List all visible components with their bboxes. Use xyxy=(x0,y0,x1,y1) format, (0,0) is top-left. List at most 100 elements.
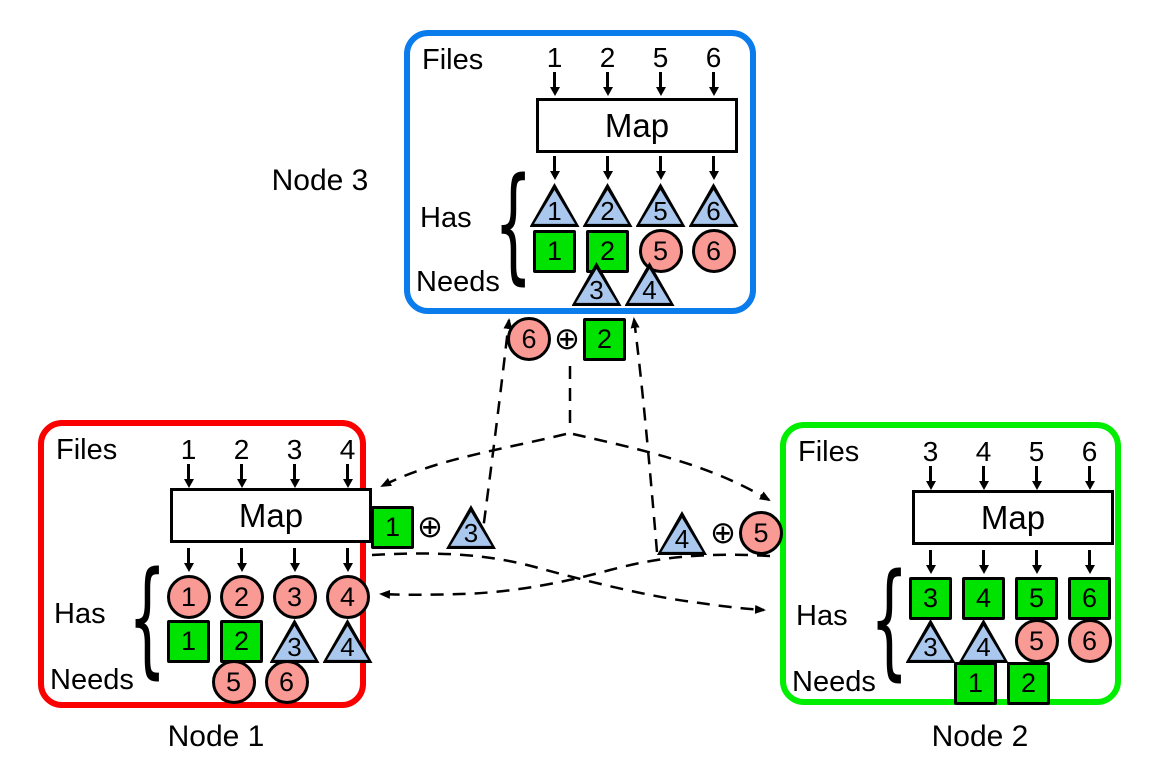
down-arrow-icon xyxy=(1035,550,1038,566)
triangle-shape: 4 xyxy=(323,619,373,663)
square-shape: 6 xyxy=(1068,577,1111,620)
brace: { xyxy=(494,150,533,297)
triangle-shape: 3 xyxy=(572,262,622,306)
square-shape: 3 xyxy=(909,577,952,620)
file-number: 3 xyxy=(922,436,939,467)
square-shape: 1 xyxy=(954,662,997,705)
map-box: Map xyxy=(536,98,738,153)
node2-title: Node 2 xyxy=(931,720,1029,753)
file-number: 4 xyxy=(975,436,992,467)
down-arrow-icon xyxy=(293,464,296,480)
circle-shape: 4 xyxy=(325,575,370,619)
file-number: 5 xyxy=(1028,436,1045,467)
triangle-shape: 4 xyxy=(625,262,675,306)
needs-label: Needs xyxy=(792,666,876,698)
down-arrow-icon xyxy=(1088,466,1091,482)
file-number: 6 xyxy=(1081,436,1098,467)
xor-icon: ⊕ xyxy=(417,508,443,545)
circle-shape: 6 xyxy=(1067,619,1112,663)
circle-shape: 5 xyxy=(1014,619,1059,663)
brace: { xyxy=(128,544,167,691)
square-shape: 1 xyxy=(167,619,210,663)
file-number: 4 xyxy=(339,434,356,465)
has-label: Has xyxy=(54,598,106,630)
node-box-3: Files 1 2 5 6 Map 1 2 5 6 1 2 5 6 Has { … xyxy=(404,30,756,314)
down-arrow-icon xyxy=(659,156,662,172)
file-number: 5 xyxy=(652,42,669,73)
circle-shape: 1 xyxy=(166,575,211,619)
triangle-shape: 6 xyxy=(689,183,739,227)
square-shape: 2 xyxy=(582,317,626,361)
square-shape: 5 xyxy=(1015,577,1058,620)
down-arrow-icon xyxy=(1088,550,1091,566)
needs-label: Needs xyxy=(416,266,500,298)
down-arrow-icon xyxy=(659,72,662,88)
node1-title: Node 1 xyxy=(167,720,265,753)
node3-title: Node 3 xyxy=(271,164,369,197)
down-arrow-icon xyxy=(929,550,932,566)
node-box-1: Files 1 2 3 4 Map 1 2 3 4 1 2 3 4 Has { … xyxy=(38,420,372,708)
node-box-2: Files 3 4 5 6 Map 3 4 5 6 3 4 5 6 Has { … xyxy=(780,422,1121,705)
arrow-node2-to-node1 xyxy=(379,553,771,599)
needs-label: Needs xyxy=(50,664,134,696)
circle-shape: 5 xyxy=(211,660,256,704)
triangle-shape: 2 xyxy=(583,183,633,227)
arrow-node2-to-node3 xyxy=(630,317,659,553)
square-shape: 1 xyxy=(371,505,414,549)
coded-packet-from-node3: 6 ⊕ 2 xyxy=(507,317,626,361)
down-arrow-icon xyxy=(553,156,556,172)
circle-shape: 6 xyxy=(264,660,309,704)
square-shape: 2 xyxy=(220,619,263,663)
brace: { xyxy=(870,546,909,693)
down-arrow-icon xyxy=(982,466,985,482)
file-number: 2 xyxy=(599,42,616,73)
map-box: Map xyxy=(170,488,372,543)
down-arrow-icon xyxy=(712,156,715,172)
down-arrow-icon xyxy=(1035,466,1038,482)
circle-shape: 3 xyxy=(272,575,317,619)
arrow-node3-to-node2 xyxy=(572,432,771,502)
square-shape: 1 xyxy=(533,229,576,273)
circle-shape: 6 xyxy=(691,229,736,273)
down-arrow-icon xyxy=(712,72,715,88)
circle-shape: 6 xyxy=(507,317,551,361)
triangle-shape: 3 xyxy=(270,619,320,663)
down-arrow-icon xyxy=(982,550,985,566)
file-number: 2 xyxy=(233,434,250,465)
triangle-shape: 4 xyxy=(959,619,1009,663)
down-arrow-icon xyxy=(240,464,243,480)
has-label: Has xyxy=(420,202,472,234)
triangle-shape: 1 xyxy=(530,183,580,227)
circle-shape: 2 xyxy=(219,575,264,619)
down-arrow-icon xyxy=(187,464,190,480)
square-shape: 2 xyxy=(1007,662,1050,705)
coded-packet-from-node2: 4 ⊕ 5 xyxy=(657,511,783,555)
down-arrow-icon xyxy=(553,72,556,88)
files-label: Files xyxy=(422,44,484,76)
file-number: 1 xyxy=(180,434,197,465)
files-label: Files xyxy=(56,434,118,466)
triangle-shape: 3 xyxy=(446,505,496,549)
file-number: 1 xyxy=(546,42,563,73)
file-number: 6 xyxy=(705,42,722,73)
down-arrow-icon xyxy=(606,156,609,172)
files-label: Files xyxy=(798,436,860,468)
triangle-shape: 4 xyxy=(657,511,707,555)
down-arrow-icon xyxy=(346,464,349,480)
down-arrow-icon xyxy=(293,548,296,564)
down-arrow-icon xyxy=(240,548,243,564)
has-label: Has xyxy=(796,600,848,632)
file-number: 3 xyxy=(286,434,303,465)
square-shape: 4 xyxy=(962,577,1005,620)
xor-icon: ⊕ xyxy=(710,514,736,551)
arrow-node3-to-node1 xyxy=(380,432,567,488)
down-arrow-icon xyxy=(346,548,349,564)
triangle-shape: 3 xyxy=(906,619,956,663)
coded-packet-from-node1: 1 ⊕ 3 xyxy=(371,505,496,549)
down-arrow-icon xyxy=(187,548,190,564)
circle-shape: 5 xyxy=(738,511,783,555)
down-arrow-icon xyxy=(606,72,609,88)
arrow-node1-to-node2 xyxy=(371,552,766,614)
down-arrow-icon xyxy=(929,466,932,482)
xor-icon: ⊕ xyxy=(554,320,580,357)
